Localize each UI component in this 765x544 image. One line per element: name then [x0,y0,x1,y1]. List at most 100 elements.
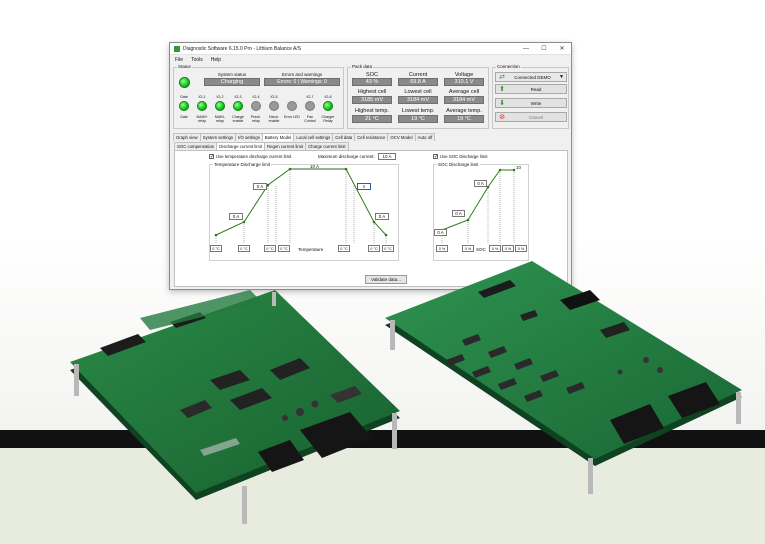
checkbox-checked-icon: ✓ [209,154,215,160]
errors-label: Errors and warnings [281,72,323,77]
temp-limit-group-title: Temperature Discharge limit [213,162,272,167]
read-label: Read [530,86,542,92]
left-board [70,290,400,524]
temp-axis-box[interactable]: 0 °C [382,245,394,252]
highest-temp-value: 21 °C [352,115,392,123]
connection-select[interactable]: ⇄ Connected DEMO ▼ [495,72,567,82]
highest-temp-label: Highest temp. [355,108,389,114]
connection-group-title: Connection [496,64,521,69]
ic-chip [270,358,310,380]
soc-axis-box[interactable]: 0 % [436,245,448,252]
background-bottom [0,448,765,544]
soc-amp-box[interactable]: 0 A [452,210,465,217]
temp-axis-box[interactable]: 0 °C [238,245,250,252]
standoff [242,486,247,524]
max-discharge-label: Maximum discharge current: [318,154,375,159]
power-connector [668,382,720,418]
menu-tools[interactable]: Tools [191,56,203,63]
temp-axis-box[interactable]: 0 °C [278,245,290,252]
io-bottom-label: Disch. enable [268,115,280,123]
max-discharge-input[interactable]: 10 A [378,153,396,160]
lowest-temp-value: 19 °C [398,115,438,123]
soc-axis-box[interactable]: 0 % [515,245,527,252]
io-top-label: IO-8 [324,95,332,99]
checkbox-checked-icon: ✓ [433,154,439,160]
subtab-charge-current-limit[interactable]: Charge current limit [305,142,349,150]
write-button[interactable]: ⬇ Write [495,98,567,108]
power-connector [610,404,664,444]
system-status-value: Charging [204,78,260,86]
average-cell-value: 3184 mV [444,96,484,104]
tab-auto-off[interactable]: Auto off [414,133,436,141]
average-cell-label: Average cell [448,89,480,95]
connection-selected: Connected DEMO [514,74,551,80]
connector [100,334,146,356]
status-group-title: Status [177,64,192,69]
temp-curve-top-label: 10 A [310,164,320,169]
cancel-button[interactable]: ⊘ Cancel [495,112,567,122]
temp-limit-checkbox[interactable]: ✓ Use temperature discharge current limi… [209,154,291,160]
status-group: Status System status Charging Errors and… [173,64,344,129]
average-temp-value: 19 °C [444,115,484,123]
soc-axis-label: SOC [476,247,486,252]
menu-help[interactable]: Help [210,56,222,63]
menu-file[interactable]: File [175,56,184,63]
cancel-icon: ⊘ [499,113,505,121]
power-connector [300,412,372,458]
standoff [74,364,79,396]
lowest-cell-label: Lowest cell [404,89,432,95]
io-bottom-label: Gate [180,115,188,119]
temp-amp-box[interactable]: 0 A [253,183,267,190]
temp-amp-box[interactable]: 0 A [375,213,389,220]
cancel-label: Cancel [528,114,543,120]
temp-axis-box[interactable]: 0 °C [264,245,276,252]
soc-amp-box[interactable]: 0 A [434,229,447,236]
temp-axis-label: Temperature [298,247,324,252]
temp-curve-chart [214,167,388,243]
arrow-up-icon: ⬆ [499,85,505,93]
main-tabs: Graph view System settings I/O settings … [173,133,436,141]
status-led [179,77,190,88]
io-led-prech-relay [251,101,261,111]
io-bottom-label: Charger Relay [321,115,335,123]
soc-amp-box[interactable]: 0 A [474,180,487,187]
io-led-gate [179,101,189,111]
temp-amp-box[interactable]: 0 A [229,213,243,220]
io-top-label: IO-7 [306,95,314,99]
current-value: 69.8 A [398,78,438,86]
ic-chip [210,370,250,390]
soc-limit-group: SOC Discharge limit 10 0 A 0 A [433,162,529,261]
io-top-label: IO-1 [198,95,206,99]
ic-chip [560,290,600,310]
app-icon [174,45,180,52]
io-bottom-label: Fan Control [304,115,316,123]
read-button[interactable]: ⬆ Read [495,84,567,94]
temp-amp-box[interactable]: 5 [357,183,371,190]
io-led-disch-enable [269,101,279,111]
write-label: Write [530,100,542,106]
soc-axis-box[interactable]: 0 % [462,245,474,252]
io-bottom-label: MAIN- relay [214,115,226,123]
title-bar: Diagnostic Software 6.15.0 Pro - Lithium… [170,43,571,55]
errors-value: Errors: 0 | Warnings: 0 [264,78,340,86]
ic-chip [230,388,272,410]
chevron-down-icon: ▼ [559,74,564,80]
soc-axis-box[interactable]: 0 % [489,245,501,252]
soc-limit-checkbox-label: Use SOC Discharge limit [440,154,488,159]
io-top-label: IO-4 [252,95,260,99]
soc-curve-top-label: 10 [516,165,522,170]
io-bottom-label: Charge enable [232,115,244,123]
standoff [392,413,397,449]
maximize-button[interactable]: ☐ [541,46,547,52]
temp-axis-box[interactable]: 0 °C [338,245,350,252]
discharge-panel: ✓ Use temperature discharge current limi… [174,150,568,287]
validate-data-button[interactable]: Validate data... [365,275,407,284]
temp-axis-box[interactable]: 0 °C [210,245,222,252]
standoff [588,458,593,494]
temp-axis-box[interactable]: 0 °C [368,245,380,252]
soc-axis-box[interactable]: 0 % [502,245,514,252]
minimize-button[interactable]: — [523,46,529,52]
soc-limit-checkbox[interactable]: ✓ Use SOC Discharge limit [433,154,488,160]
close-button[interactable]: ✕ [559,46,565,52]
